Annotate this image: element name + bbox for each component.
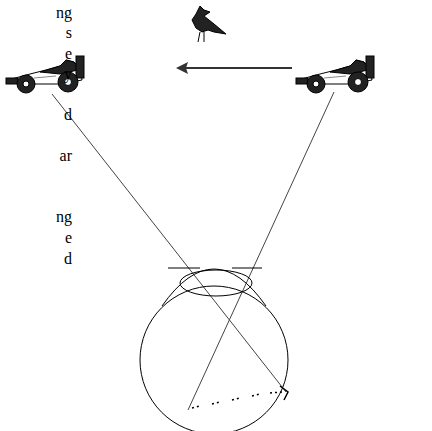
bird (192, 6, 226, 42)
cropped-text: ng (56, 4, 72, 22)
cropped-text: y (64, 65, 72, 83)
cropped-text: d (64, 106, 72, 124)
cropped-text: ng (56, 208, 72, 226)
light-rays (52, 92, 334, 410)
race-car-right (296, 56, 374, 93)
race-car-left (6, 56, 84, 93)
cropped-text: ar (60, 147, 72, 165)
cropped-text: s (66, 24, 72, 42)
cropped-text: d (64, 250, 72, 268)
motion-arrow (176, 62, 292, 74)
cropped-text: e (65, 229, 72, 247)
retina-image (192, 386, 288, 408)
eye (140, 268, 288, 431)
cropped-text: e (65, 45, 72, 63)
